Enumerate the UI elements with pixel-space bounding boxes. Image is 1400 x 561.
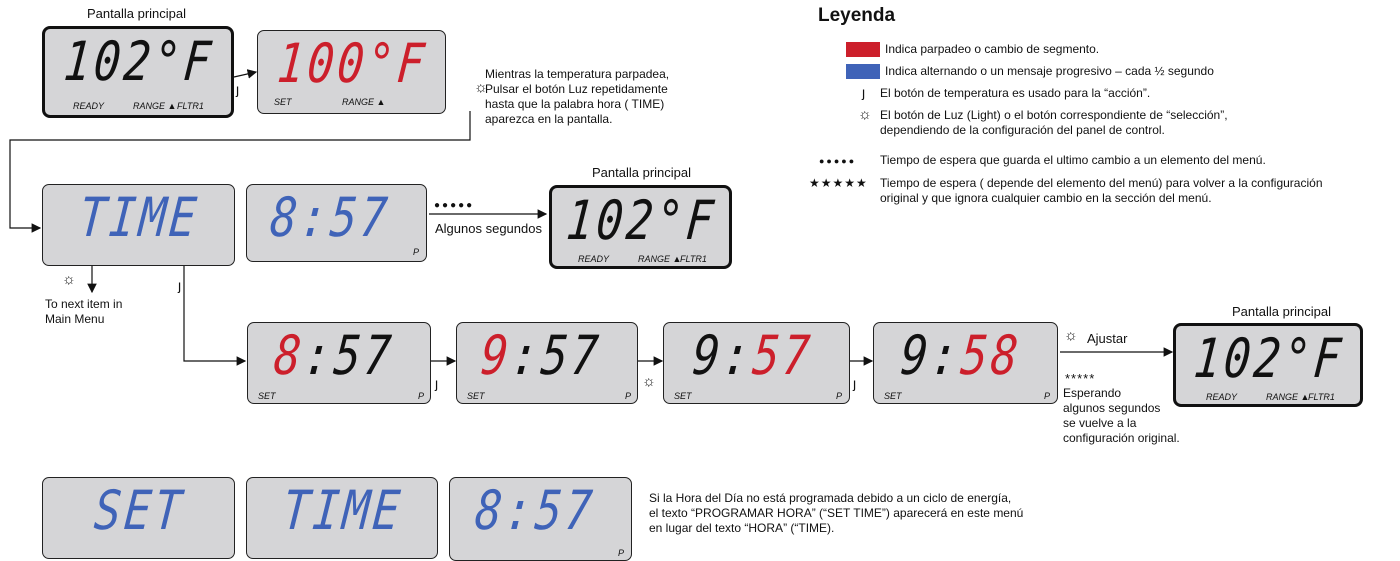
some-seconds-label: Algunos segundos xyxy=(435,221,542,236)
range-indicator: RANGE ▲ xyxy=(638,254,682,264)
adjust-label: Ajustar xyxy=(1087,331,1128,346)
set-indicator: SET xyxy=(258,391,276,401)
save-timeout-dots: ●●●●● xyxy=(434,200,475,211)
light-icon: ☼ xyxy=(642,373,656,390)
lcd-time-word: TIME xyxy=(42,184,235,266)
lcd-digits: 102°F xyxy=(563,188,720,252)
ready-indicator: READY xyxy=(1206,392,1238,402)
legend-dots-text: Tiempo de espera que guarda el ultimo ca… xyxy=(880,153,1266,167)
legend-stars-text: Tiempo de espera ( depende del elemento … xyxy=(880,176,1323,205)
ready-indicator: READY xyxy=(578,254,610,264)
thermometer-icon: ȷ xyxy=(435,375,439,391)
filter-indicator: FLTR1 xyxy=(1308,392,1335,402)
lcd-digits: 9:57 xyxy=(690,323,816,387)
lcd-main-screen-1: 102°F READY RANGE ▲ FLTR1 xyxy=(42,26,234,118)
range-indicator: RANGE ▲ xyxy=(342,97,386,107)
lcd-digits: TIME xyxy=(76,185,203,249)
filter-indicator: FLTR1 xyxy=(177,101,204,111)
thermometer-icon: ȷ xyxy=(862,84,866,100)
lcd-set-clock-hour-blink: 8:57 SET P xyxy=(247,322,431,404)
pm-indicator: P xyxy=(836,391,843,401)
next-item-note: To next item in Main Menu xyxy=(45,297,123,326)
legend-temp-text: El botón de temperatura es usado para la… xyxy=(880,86,1151,100)
ready-indicator: READY xyxy=(73,101,105,111)
legend-light-text: El botón de Luz (Light) o el botón corre… xyxy=(880,108,1228,137)
lcd-set-clock-minute-changed: 9:58 SET P xyxy=(873,322,1058,404)
lcd-digits: SET xyxy=(91,478,188,542)
lcd-set-clock-minute-blink: 9:57 SET P xyxy=(663,322,850,404)
thermometer-icon: ȷ xyxy=(178,277,182,293)
pm-indicator: P xyxy=(625,391,632,401)
main-screen-label-2: Pantalla principal xyxy=(592,165,692,180)
lcd-digits: TIME xyxy=(280,478,406,542)
lcd-digits: 9:58 xyxy=(898,323,1024,387)
main-screen-label-3: Pantalla principal xyxy=(1232,304,1332,319)
light-icon: ☼ xyxy=(62,271,76,288)
legend-blue-swatch xyxy=(846,64,880,79)
legend-red-text: Indica parpadeo o cambio de segmento. xyxy=(885,42,1100,56)
lcd-digits: 8:57 xyxy=(267,185,394,249)
lcd-main-screen-3: 102°F READY RANGE ▲ FLTR1 xyxy=(1173,323,1363,407)
pm-indicator: P xyxy=(418,391,425,401)
thermometer-icon: ȷ xyxy=(236,81,240,97)
set-indicator: SET xyxy=(274,97,292,107)
lcd-clock: 8:57 P xyxy=(246,184,427,262)
filter-indicator: FLTR1 xyxy=(680,254,707,264)
lcd-set-clock-hour-changed: 9:57 SET P xyxy=(456,322,638,404)
restore-timeout-stars: ***** xyxy=(1065,371,1096,386)
legend-red-swatch xyxy=(846,42,880,57)
lcd-digits: 8:57 xyxy=(271,323,397,387)
set-indicator: SET xyxy=(884,391,902,401)
legend-title: Leyenda xyxy=(818,5,896,26)
light-icon: ☼ xyxy=(858,106,872,123)
light-icon: ☼ xyxy=(1064,327,1078,344)
lcd-main-screen-2: 102°F READY RANGE ▲ FLTR1 xyxy=(549,185,732,269)
set-indicator: SET xyxy=(467,391,485,401)
lcd-digits: 9:57 xyxy=(478,323,605,387)
lcd-digits: 100°F xyxy=(274,31,431,95)
pm-indicator: P xyxy=(1044,391,1051,401)
main-screen-label-1: Pantalla principal xyxy=(87,6,187,21)
legend-stars-symbol: ★★★★★ xyxy=(809,176,868,190)
set-indicator: SET xyxy=(674,391,692,401)
pm-indicator: P xyxy=(413,247,420,257)
thermometer-icon: ȷ xyxy=(853,375,857,391)
range-indicator: RANGE ▲ xyxy=(133,101,177,111)
lcd-digits: 102°F xyxy=(61,29,217,93)
legend-blue-text: Indica alternando o un mensaje progresiv… xyxy=(885,64,1214,78)
lcd-set-word: SET xyxy=(42,477,235,559)
waiting-note: Esperando algunos segundos se vuelve a l… xyxy=(1063,386,1180,445)
lcd-clock-2: 8:57 P xyxy=(449,477,632,561)
legend-dots-symbol: ●●●●● xyxy=(819,156,857,166)
light-icon: ☼ xyxy=(474,79,488,96)
lcd-digits: 8:57 xyxy=(472,478,598,542)
pm-indicator: P xyxy=(618,548,625,558)
lcd-time-word-2: TIME xyxy=(246,477,438,559)
lcd-digits: 102°F xyxy=(1191,326,1347,390)
lcd-set-temperature: 100°F SET RANGE ▲ xyxy=(257,30,446,114)
set-time-note: Si la Hora del Día no está programada de… xyxy=(649,491,1024,535)
range-indicator: RANGE ▲ xyxy=(1266,392,1310,402)
